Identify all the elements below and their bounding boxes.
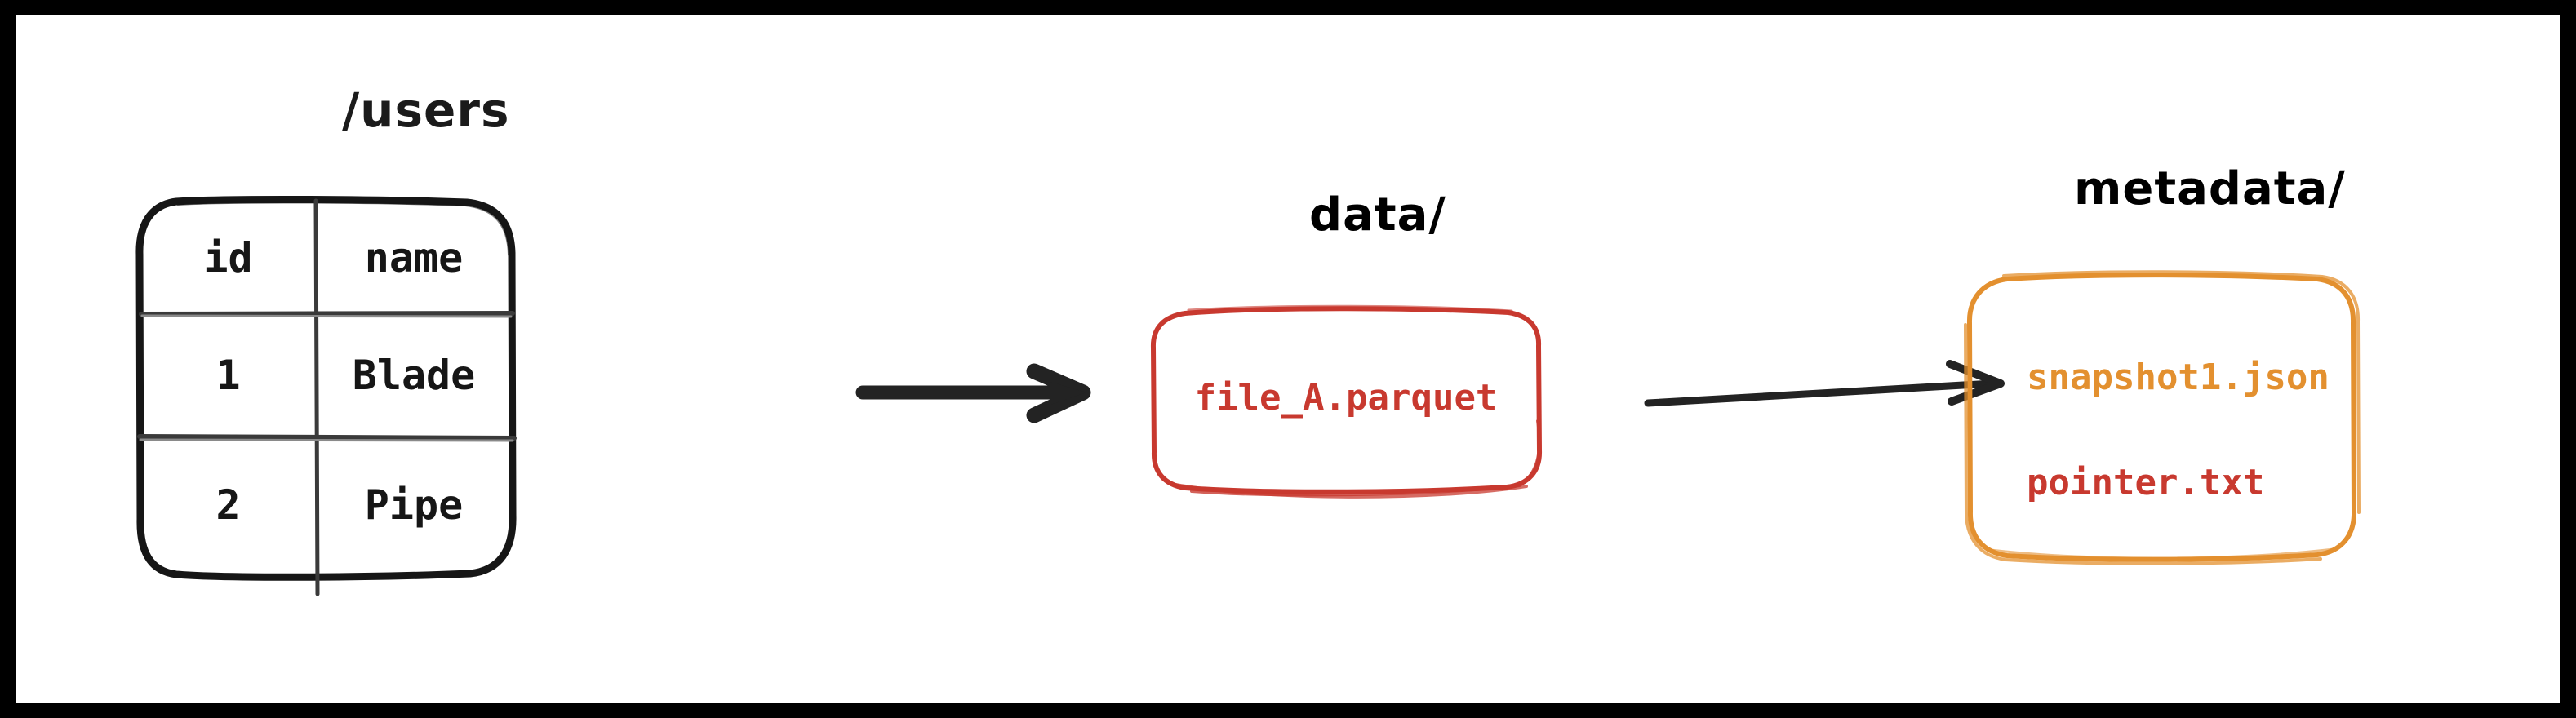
data-group-caption: data/ bbox=[1309, 188, 1446, 242]
arrow-table-to-data-icon bbox=[855, 363, 1091, 423]
data-group-box: file_A.parquet bbox=[1150, 304, 1543, 499]
cell-name-row-2: Pipe bbox=[364, 481, 464, 529]
data-box-outline bbox=[1150, 304, 1543, 499]
table-row: Blade bbox=[316, 314, 512, 437]
cell-id-row-2: 2 bbox=[215, 481, 241, 529]
users-table: id name 1 Blade 2 Pipe bbox=[135, 195, 517, 596]
metadata-box-outline bbox=[1964, 270, 2361, 565]
users-table-outline bbox=[135, 195, 517, 596]
cell-name-row-1: Blade bbox=[352, 352, 476, 399]
table-header-id: id bbox=[203, 233, 253, 281]
users-table-grid: id name 1 Blade 2 Pipe bbox=[140, 201, 512, 574]
metadata-group-caption: metadata/ bbox=[2074, 162, 2346, 215]
table-row: 1 bbox=[140, 314, 316, 437]
cell-id-row-1: 1 bbox=[215, 352, 241, 399]
metadata-file-snapshot: snapshot1.json bbox=[2027, 357, 2330, 398]
metadata-group-box: snapshot1.json pointer.txt bbox=[1964, 270, 2361, 565]
diagram-canvas: /users id name 1 bbox=[16, 15, 2560, 703]
metadata-file-pointer: pointer.txt bbox=[2027, 462, 2265, 503]
table-row: 2 bbox=[140, 437, 316, 574]
table-header-name: name bbox=[364, 233, 464, 281]
table-row: Pipe bbox=[316, 437, 512, 574]
data-file-name: file_A.parquet bbox=[1194, 377, 1498, 419]
users-table-caption: /users bbox=[342, 82, 510, 138]
